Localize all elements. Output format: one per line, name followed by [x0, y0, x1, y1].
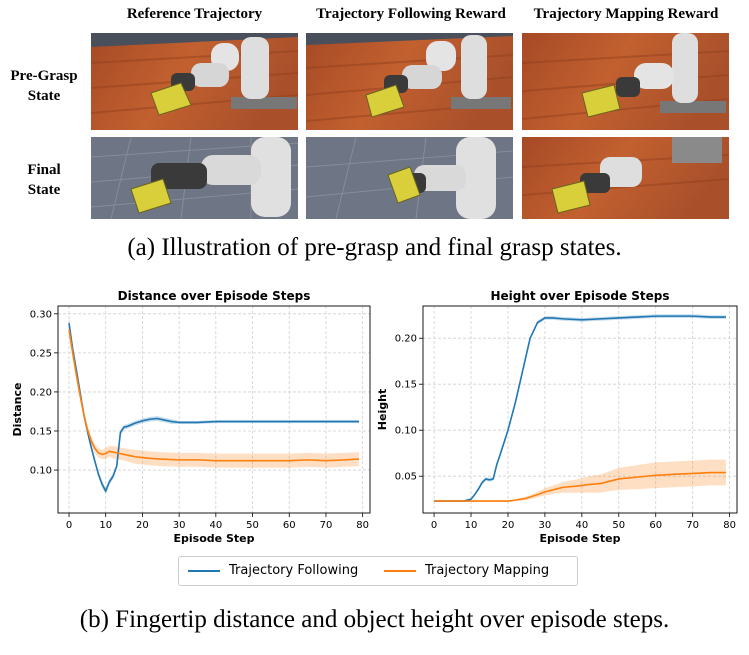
row-label-final-line2: State	[27, 182, 61, 198]
height-xtick-label-5: 50	[612, 520, 625, 531]
row-label-pregrasp: Pre-Grasp State	[4, 66, 84, 106]
image-final-mapping	[522, 137, 729, 219]
height-band-1	[434, 459, 726, 502]
height-chart-title: Height over Episode Steps	[490, 289, 669, 303]
distance-xtick-label-6: 60	[283, 520, 296, 531]
legend-item-mapping: Trajectory Mapping	[384, 563, 549, 578]
image-final-following	[306, 137, 513, 219]
legend-swatch-mapping	[384, 569, 416, 572]
column-header-mapping: Trajectory Mapping Reward	[533, 6, 719, 22]
row-label-final-line1: Final	[27, 162, 61, 178]
row-label-pregrasp-line1: Pre-Grasp	[10, 68, 78, 84]
image-pregrasp-following	[306, 33, 513, 130]
height-ytick-label-1: 0.10	[395, 426, 417, 437]
legend-item-following: Trajectory Following	[188, 563, 358, 578]
column-header-reference: Reference Trajectory	[126, 6, 263, 22]
distance-ytick-label-0: 0.10	[30, 466, 52, 477]
distance-xtick-label-0: 0	[66, 520, 72, 531]
distance-xtick-label-1: 10	[99, 520, 112, 531]
row-label-final: Final State	[4, 160, 84, 200]
distance-xtick-label-5: 50	[246, 520, 259, 531]
legend-label-following: Trajectory Following	[229, 563, 359, 578]
distance-ytick-label-3: 0.25	[30, 348, 52, 359]
distance-line-1	[68, 329, 360, 462]
distance-ytick-label-4: 0.30	[30, 309, 52, 320]
height-xtick-label-0: 0	[431, 520, 437, 531]
legend-label-mapping: Trajectory Mapping	[425, 563, 550, 578]
caption-a: (a) Illustration of pre-grasp and final …	[127, 234, 622, 261]
height-ytick-label-3: 0.20	[395, 334, 417, 345]
column-header-following: Trajectory Following Reward	[316, 6, 506, 22]
height-xtick-label-7: 70	[686, 520, 699, 531]
height-x-axis-label: Episode Step	[540, 532, 621, 545]
height-y-axis-label: Height	[376, 389, 389, 430]
row-label-pregrasp-line2: State	[27, 88, 61, 104]
height-line-0	[434, 315, 726, 502]
distance-band-1	[69, 323, 359, 468]
height-xtick-label-1: 10	[465, 520, 478, 531]
image-pregrasp-reference	[91, 33, 298, 130]
caption-b: (b) Fingertip distance and object height…	[79, 606, 670, 633]
distance-xtick-label-8: 80	[356, 520, 369, 531]
distance-y-axis-label: Distance	[11, 383, 24, 437]
height-xtick-label-2: 20	[502, 520, 515, 531]
height-xtick-label-8: 80	[723, 520, 736, 531]
distance-xtick-label-4: 40	[209, 520, 222, 531]
distance-ytick-label-2: 0.20	[30, 387, 52, 398]
height-xtick-label-4: 40	[575, 520, 588, 531]
distance-xtick-label-2: 20	[136, 520, 149, 531]
height-line-1	[434, 471, 726, 502]
height-ytick-label-2: 0.15	[395, 380, 417, 391]
chart-legend: Trajectory Following Trajectory Mapping	[178, 556, 578, 586]
image-final-reference	[91, 137, 298, 219]
height-xtick-label-3: 30	[539, 520, 552, 531]
distance-xtick-label-7: 70	[320, 520, 333, 531]
height-xtick-label-6: 60	[649, 520, 662, 531]
height-ytick-label-0: 0.05	[395, 472, 417, 483]
distance-x-axis-label: Episode Step	[174, 532, 255, 545]
distance-ytick-label-1: 0.15	[30, 426, 52, 437]
height-axes-frame	[422, 305, 738, 514]
distance-band-0	[69, 316, 359, 495]
image-pregrasp-mapping	[522, 33, 729, 130]
distance-axes-frame	[57, 305, 371, 514]
distance-chart-title: Distance over Episode Steps	[118, 289, 311, 303]
legend-swatch-following	[188, 569, 220, 572]
distance-xtick-label-3: 30	[173, 520, 186, 531]
